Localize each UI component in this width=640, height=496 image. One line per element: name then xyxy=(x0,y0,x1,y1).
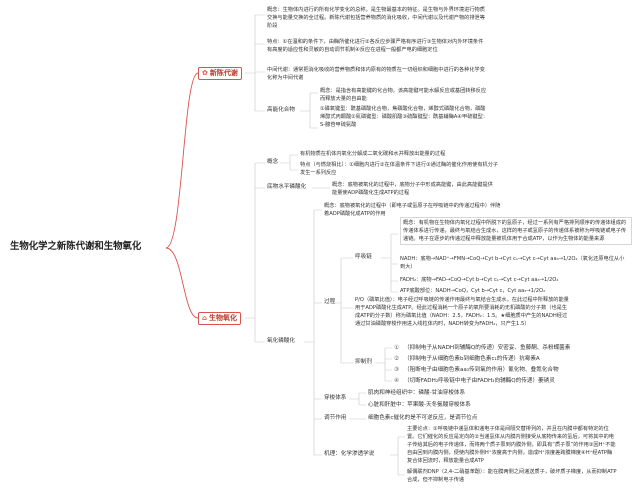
respiratory-chain-node[interactable]: 呼吸链 xyxy=(355,254,372,260)
high-energy-types: ①磷氧键型：酰基磷酸化合物，焦磷酸化合物，烯醇式磷酸化合物，磷酸烯醇式丙酮酸②氮… xyxy=(320,106,488,129)
inhibitor-number: ③ xyxy=(394,367,400,373)
mechanism-main-points: 主要论点：①呼吸链中递氢体和递电子体是间隔交替排列的，并且在内膜中都有特定的位置… xyxy=(407,426,616,465)
atp-sites: ATP底酸部位：NADH→CoQ，Cyt b→Cyt c，Cyt aa₃→1/2… xyxy=(400,288,546,294)
process-node[interactable]: 过程 xyxy=(324,299,336,305)
respiratory-chain-definition-box: 概念：有机物在生物体内氧化过程中所脱下的氢原子，经过一系列有严格排列顺序的传递体… xyxy=(400,217,632,246)
inhibitor-text: （切断FADH₂呼吸链中电子由FADH₂向辅酶Q的传递）萎锈灵 xyxy=(404,378,555,384)
high-energy-compound-node[interactable]: 高能化合物 xyxy=(267,107,295,113)
substrate-phosphorylation-definition: 概念：底物被氧化的过程中，底物分子中形成高能键，由此高能键提供能量使ADP磷酸化… xyxy=(332,182,493,197)
branch-bio-oxidation-label: 生物氧化 xyxy=(209,314,238,322)
inhibitor-number: ① xyxy=(394,345,400,351)
flower-icon: ✿ xyxy=(202,69,208,77)
shuttle-item: 心脏和肝脏中：苹果酸-天冬氨酸穿梭体系 xyxy=(368,402,471,408)
inhibitors-node[interactable]: 抑制剂 xyxy=(355,359,372,365)
inhibitor-number: ② xyxy=(394,356,400,362)
mechanism-node[interactable]: 机理：化学渗透学说 xyxy=(324,451,375,457)
inhibitor-text: （抑制电子从细胞色素b到细胞色素c₁的传递）抗霉素A xyxy=(404,356,540,362)
inhibitor-text: （阻断电子由细胞色素aa₃传到氧的作用）氰化物、叠氮化合物 xyxy=(404,367,559,373)
metabolism-concept: 概念：生物体内进行的所有化学变化的总称。是生物最基本的特征。是生物与外界环境进行… xyxy=(267,7,485,30)
substrate-phosphorylation-node[interactable]: 底物水平磷酸化 xyxy=(267,184,307,190)
root-topic[interactable]: 生物化学之新陈代谢和生物氧化 xyxy=(10,241,142,252)
po-ratio: P/O（磷氧比值）：电子经过呼吸链的传递作用最终与氧结合生成水，在此过程中所释放… xyxy=(355,297,569,328)
oxidative-phosphorylation-node[interactable]: 氧化磷酸化 xyxy=(267,338,295,344)
shuttle-item: 肌肉和神经组织中：磷酸-甘油穿梭体系 xyxy=(368,390,466,396)
high-energy-definition: 概念：是指含有高能键的化合物。该高能键可能水解反应或基团转移反应而释放大量的自由… xyxy=(320,88,487,103)
inhibitor-number: ④ xyxy=(394,378,400,384)
metabolism-intermediate: 中间代谢：通常把消化吸收的营养物质和体内原有的物质在一切组织和细胞中进行的各种化… xyxy=(267,67,485,82)
shuttle-system-node[interactable]: 穿梭体系 xyxy=(324,395,347,401)
oxidative-phosphorylation-definition: 概念：底物被氧化的过程中（即电子或氢原子在呼吸链中的传递过程中）伴随着ADP磷酸… xyxy=(324,203,501,218)
nadh-chain: NADH：底物→NAD⁺→FMN→CoQ→Cyt b→Cyt c₁→Cyt c→… xyxy=(400,256,625,271)
fadh2-chain: FADH₂：底物→FAD→CoQ→Cyt b→Cyt c₁→Cyt c→Cyt … xyxy=(400,277,559,283)
branch-metabolism[interactable]: ✿新陈代谢 xyxy=(198,67,242,80)
branch-metabolism-label: 新陈代谢 xyxy=(209,69,238,77)
respiratory-chain-definition: 概念：有机物在生物体内氧化过程中所脱下的氢原子，经过一系列有严格排列顺序的传递体… xyxy=(403,220,627,243)
branch-bio-oxidation[interactable]: ⌂生物氧化 xyxy=(198,312,242,325)
house-icon: ⌂ xyxy=(202,314,208,322)
mechanism-uncoupler: 解偶联剂DNP（2,4-二硝基苯酚）：能在膜两侧之间递送质子，破坏质子梯度，从而… xyxy=(407,469,617,484)
oxidation-concept-definition: 有机物质在机体内氧化分解成二氧化碳和水并释放出能量的过程 xyxy=(300,151,446,157)
regulation-text: 细胞色素c催化的是不可逆反应，是调节位点 xyxy=(368,415,478,421)
metabolism-features: 特点：①在温和的条件下，由酶所催化进行②各反应步骤严格有序进行③生物体对内外环境… xyxy=(267,39,484,54)
regulation-node[interactable]: 调节作用 xyxy=(324,415,347,421)
oxidation-concept-features: 特点（与燃烧相比）：①细胞内进行②在体温条件下进行③通过酶的催化作用使有机分子发… xyxy=(300,162,499,177)
oxidation-concept-node[interactable]: 概念 xyxy=(267,159,279,165)
inhibitor-text: （抑制电子从NADH到辅酶Q的传递）安密妥、鱼藤酮、杀粉蝶菌素 xyxy=(404,345,571,351)
